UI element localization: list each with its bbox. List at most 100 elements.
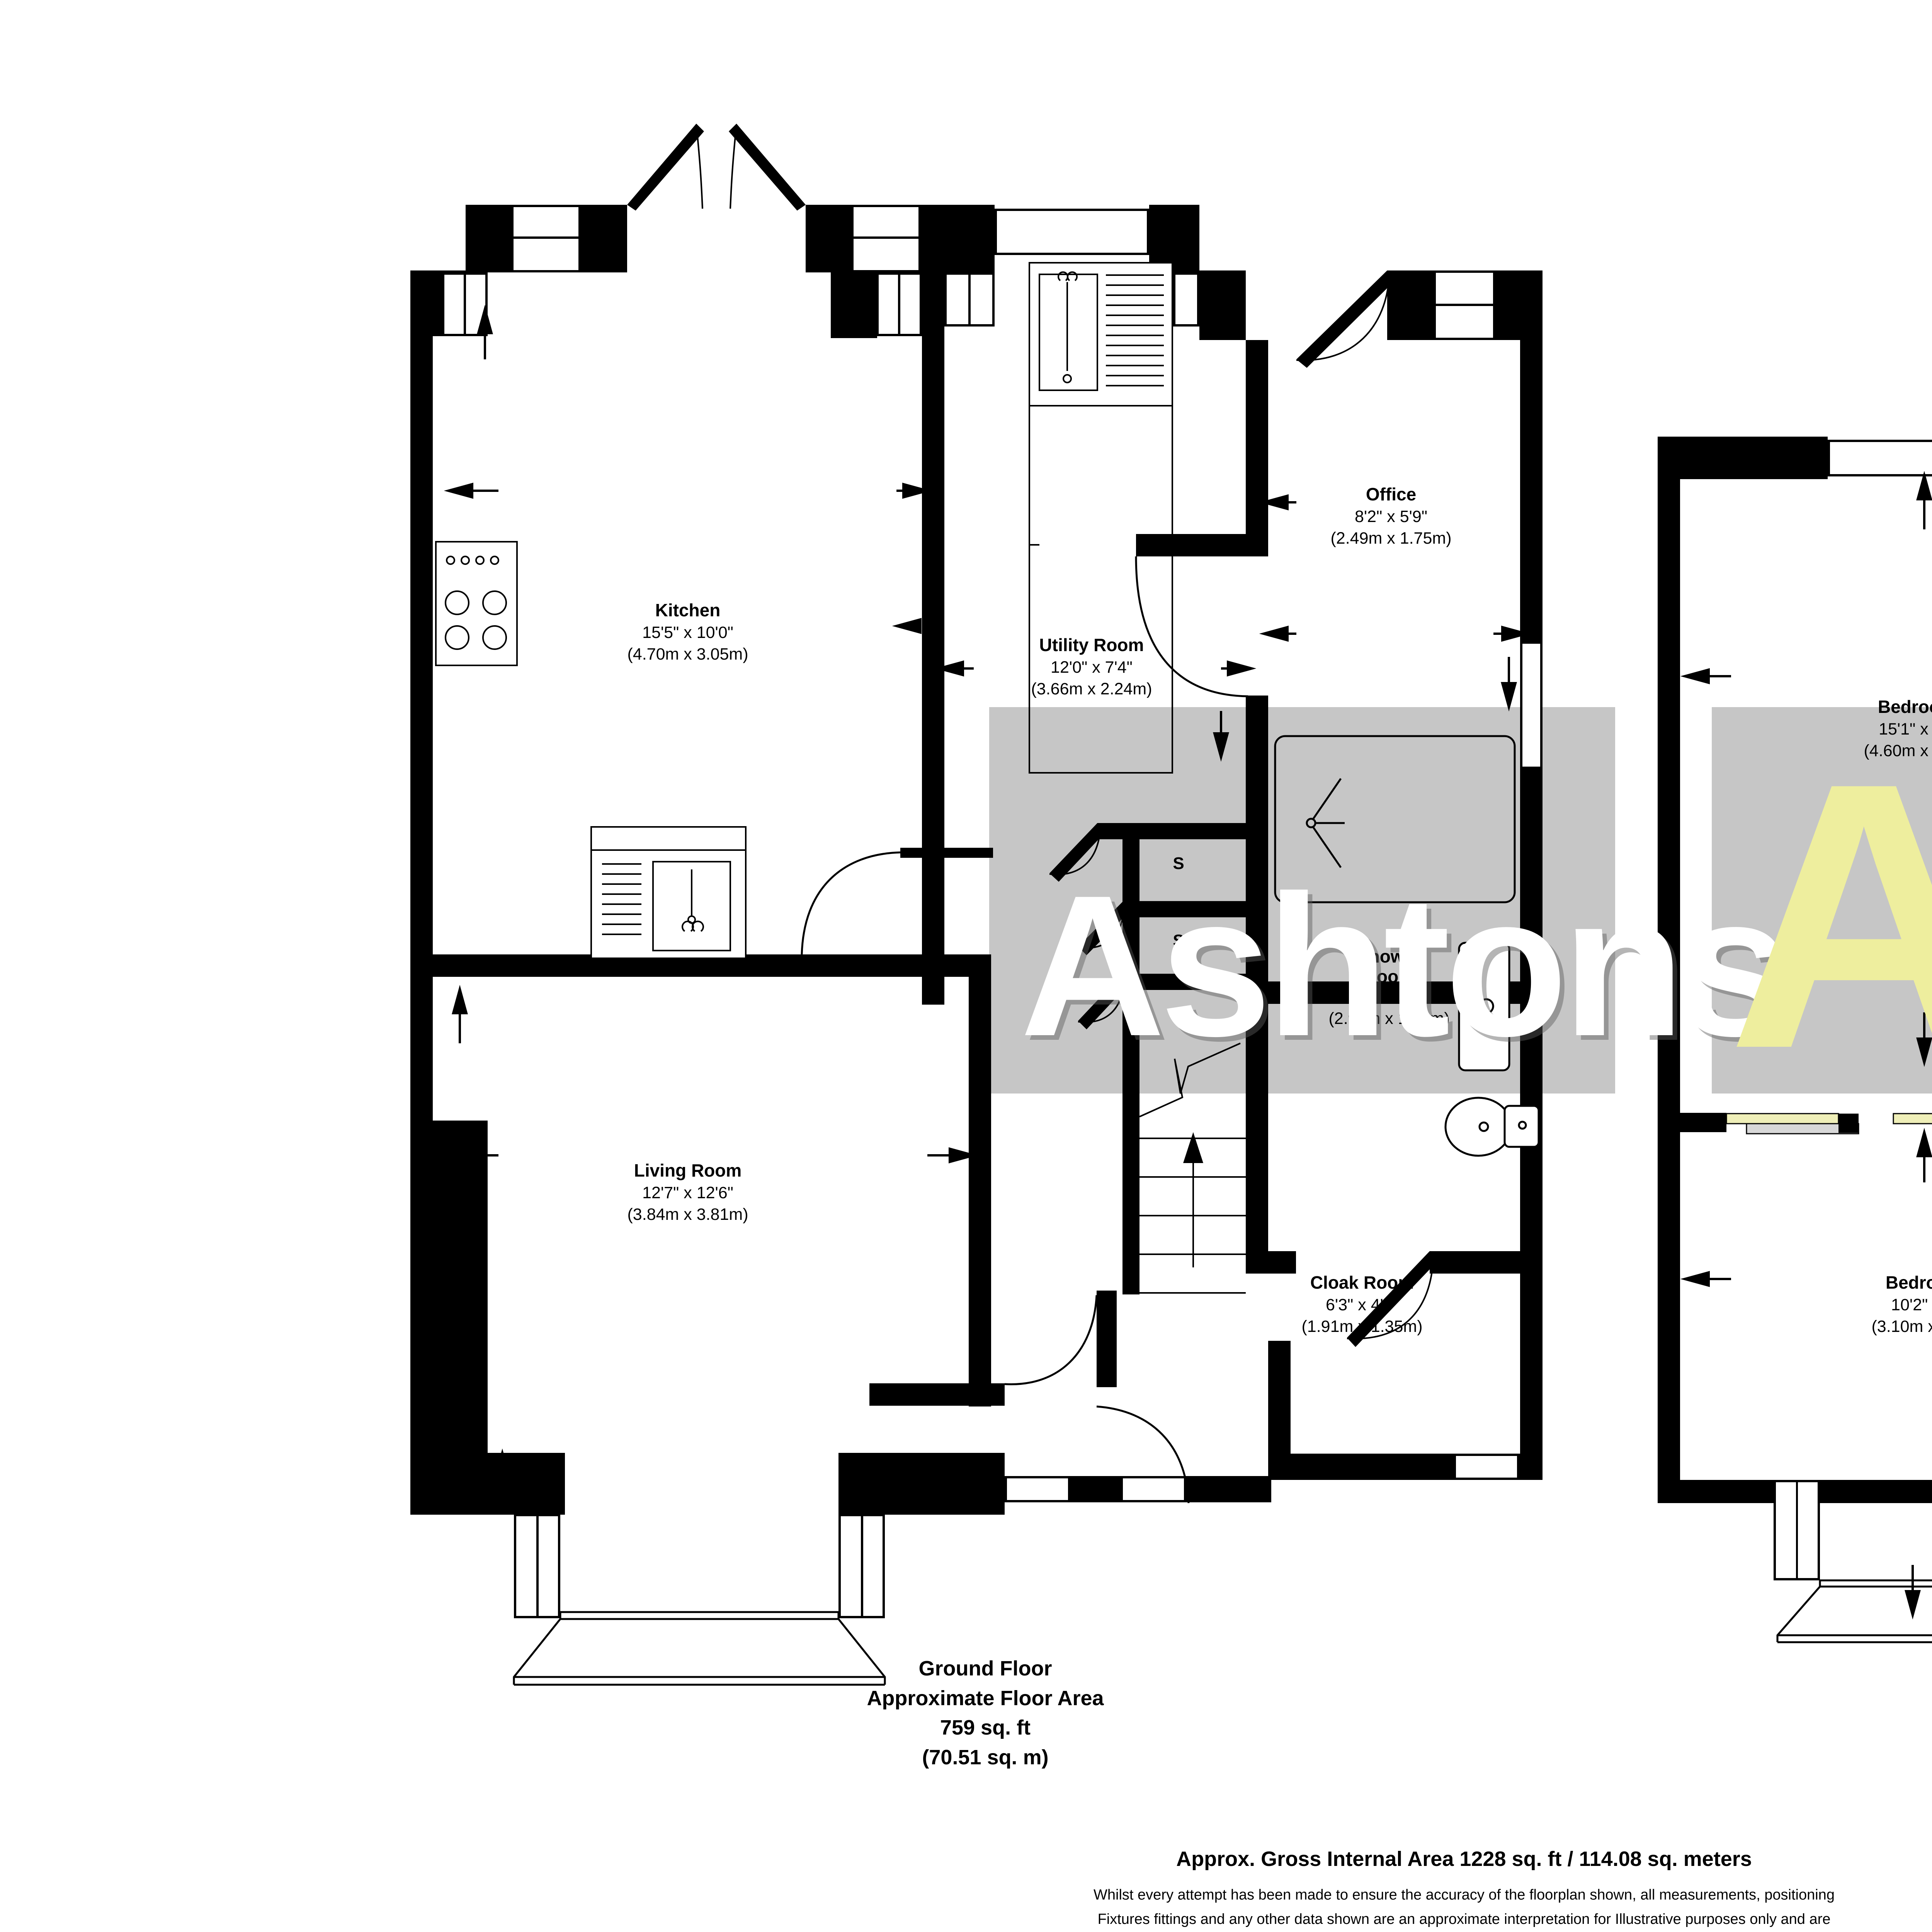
ground-floor-area-label: Approximate Floor Area bbox=[867, 1686, 1104, 1710]
window bbox=[995, 209, 1149, 255]
room-name: Kitchen bbox=[655, 600, 721, 620]
room-imperial: 12'0" x 7'4" bbox=[1051, 658, 1133, 677]
window-mullion bbox=[898, 272, 900, 336]
disclaimer-line-2: Fixtures fittings and any other data sho… bbox=[1097, 1911, 1831, 1927]
room-name: Living Room bbox=[634, 1160, 742, 1180]
room-label-bedroom-1: Bedroom 1 15'1" x 10'0" (4.60m x 3.05m) bbox=[1789, 696, 1932, 762]
wall bbox=[1199, 270, 1246, 340]
wall bbox=[944, 205, 995, 272]
watermark-logo-a: A bbox=[1727, 704, 1932, 1127]
room-imperial: 8'2" x 5'9" bbox=[1355, 507, 1427, 526]
room-label-bedroom-2: Bedroom 2 10'2" x 9'7" (3.10m x 2.92m) bbox=[1808, 1271, 1932, 1338]
first-floor-area-sqft: 469 sq. ft bbox=[1816, 1713, 1932, 1743]
wall bbox=[1097, 823, 1248, 839]
gross-internal-area: Approx. Gross Internal Area 1228 sq. ft … bbox=[1176, 1847, 1752, 1871]
room-label-office: Office 8'2" x 5'9" (2.49m x 1.75m) bbox=[1256, 483, 1526, 549]
ground-floor-title: Ground Floor bbox=[918, 1657, 1052, 1680]
window-mullion bbox=[536, 1514, 539, 1618]
wall bbox=[1097, 1291, 1117, 1387]
wall bbox=[838, 1453, 1005, 1515]
wall bbox=[1246, 1251, 1296, 1274]
wall bbox=[806, 205, 851, 272]
wall bbox=[1519, 1454, 1543, 1480]
room-name: Bedroom 2 bbox=[1885, 1272, 1932, 1293]
ground-floor-area-sqft: 759 sq. ft bbox=[940, 1716, 1031, 1740]
wall bbox=[1122, 917, 1139, 979]
watermark-ashtons: Ashtons bbox=[1020, 854, 1791, 1078]
room-metric: (3.84m x 3.81m) bbox=[627, 1205, 748, 1224]
ground-floor-area-block: Ground Floor Approximate Floor Area 759 … bbox=[696, 1654, 1275, 1772]
first-floor-area-label: Approximate Floor Area bbox=[1816, 1684, 1932, 1713]
wall bbox=[1820, 1480, 1932, 1503]
window bbox=[1121, 1476, 1186, 1502]
room-metric: (4.60m x 3.05m) bbox=[1864, 741, 1932, 760]
window bbox=[1454, 1454, 1519, 1480]
room-imperial: 10'2" x 9'7" bbox=[1891, 1295, 1932, 1314]
room-imperial: 15'1" x 10'0" bbox=[1879, 719, 1932, 738]
ground-floor-area-sqm: (70.51 sq. m) bbox=[922, 1746, 1049, 1769]
room-imperial: 15'5" x 10'0" bbox=[642, 623, 733, 642]
wall bbox=[1136, 534, 1268, 556]
window-mullion bbox=[1434, 304, 1495, 306]
window-mullion bbox=[861, 1514, 863, 1618]
window-mullion bbox=[464, 272, 466, 336]
room-metric: (3.66m x 2.24m) bbox=[1031, 679, 1152, 698]
room-name-2: Room bbox=[1364, 966, 1415, 986]
wall bbox=[1186, 1476, 1271, 1502]
wall bbox=[1070, 1476, 1121, 1502]
store-marker-2: S bbox=[1173, 931, 1184, 950]
room-label-living-room: Living Room 12'7" x 12'6" (3.84m x 3.81m… bbox=[556, 1159, 819, 1226]
room-name: Cloak Room bbox=[1310, 1272, 1414, 1293]
room-label-shower-room: Shower Room 9'7" x 5'8" (2.92m x 1.73m) bbox=[1269, 946, 1509, 1030]
room-name: Office bbox=[1366, 484, 1417, 504]
wall bbox=[1658, 437, 1680, 1503]
wall bbox=[1122, 901, 1250, 917]
room-metric: (3.10m x 2.92m) bbox=[1871, 1317, 1932, 1336]
wall bbox=[1122, 989, 1139, 1294]
window-mullion bbox=[968, 272, 971, 327]
wall bbox=[1246, 340, 1268, 556]
room-label-cloak-room: Cloak Room 6'3" x 4'5" (1.91m x 1.35m) bbox=[1233, 1271, 1492, 1338]
store-marker-1: S bbox=[1173, 854, 1184, 873]
window bbox=[1828, 440, 1932, 476]
room-imperial: 12'7" x 12'6" bbox=[642, 1183, 733, 1202]
wall bbox=[1149, 205, 1199, 272]
wall bbox=[1387, 270, 1434, 340]
wall bbox=[1246, 696, 1268, 1005]
wall bbox=[1658, 437, 1828, 479]
first-floor-area-sqm: (43.57 sq. m) bbox=[1816, 1743, 1932, 1772]
wall bbox=[410, 1121, 488, 1453]
wall bbox=[410, 1453, 565, 1515]
room-label-utility: Utility Room 12'0" x 7'4" (3.66m x 2.24m… bbox=[958, 634, 1225, 700]
window-mullion bbox=[1796, 1480, 1798, 1580]
window-mullion bbox=[511, 236, 581, 239]
wall bbox=[1658, 1480, 1774, 1503]
wall bbox=[1520, 270, 1543, 641]
first-floor-title: First Floor bbox=[1816, 1654, 1932, 1684]
first-floor-area-block: First Floor Approximate Floor Area 469 s… bbox=[1816, 1654, 1932, 1772]
room-name: Utility Room bbox=[1039, 635, 1144, 655]
wall bbox=[1246, 1004, 1268, 1251]
wall bbox=[1430, 1251, 1543, 1274]
room-imperial: 6'3" x 4'5" bbox=[1326, 1295, 1398, 1314]
wall bbox=[581, 205, 627, 272]
room-label-kitchen: Kitchen 15'5" x 10'0" (4.70m x 3.05m) bbox=[556, 599, 819, 665]
window bbox=[1520, 641, 1543, 769]
